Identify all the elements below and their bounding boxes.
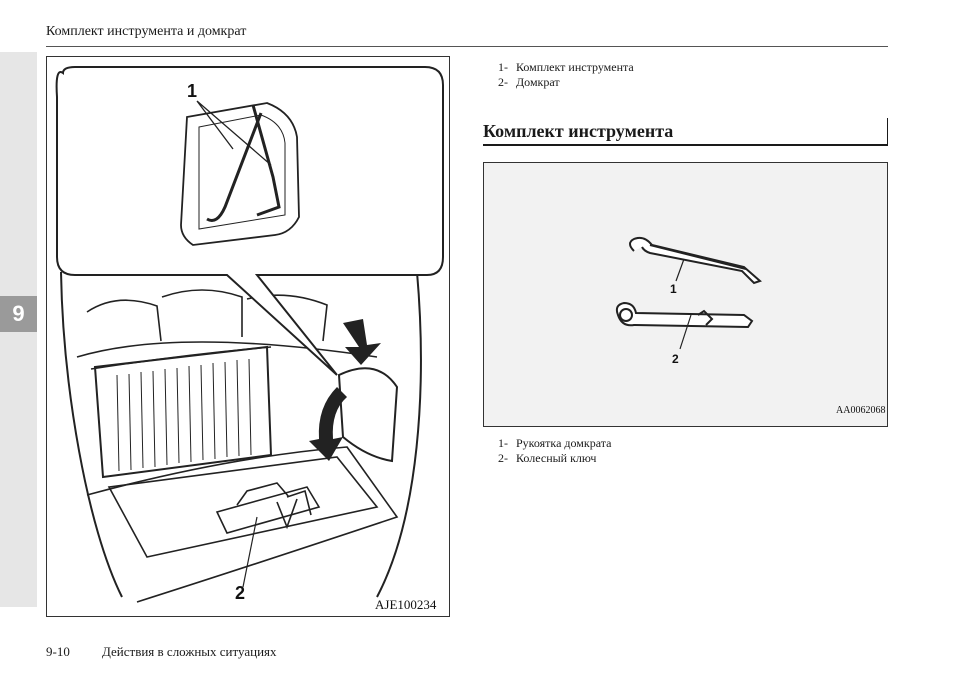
footer-chapter-title: Действия в сложных ситуациях — [102, 644, 277, 659]
legend-item: 2- Домкрат — [498, 75, 634, 90]
trunk-figure: 1 2 AJE100234 — [46, 56, 450, 617]
footer-page-number: 9-10 — [46, 644, 70, 659]
chapter-tab: 9 — [0, 296, 37, 332]
running-header: Комплект инструмента и домкрат — [46, 24, 247, 39]
trunk-callout-2: 2 — [235, 583, 245, 603]
chapter-number: 9 — [12, 301, 25, 326]
tools-callout-1: 1 — [670, 282, 677, 296]
legend-num: 1- — [498, 60, 508, 74]
legend-num: 2- — [498, 451, 508, 465]
trunk-figure-code: AJE100234 — [375, 597, 437, 612]
legend-top: 1- Комплект инструмента 2- Домкрат — [498, 60, 634, 90]
trunk-callout-1: 1 — [187, 81, 197, 101]
legend-num: 1- — [498, 436, 508, 450]
tools-figure: 1 2 AA0062068 — [483, 162, 888, 427]
section-title: Комплект инструмента — [483, 118, 888, 146]
tools-callout-2: 2 — [672, 352, 679, 366]
legend-item: 2- Колесный ключ — [498, 451, 611, 466]
trunk-illustration: 1 2 AJE100234 — [55, 66, 444, 612]
tools-figure-code: AA0062068 — [836, 405, 885, 416]
legend-bottom: 1- Рукоятка домкрата 2- Колесный ключ — [498, 436, 611, 466]
legend-item: 1- Рукоятка домкрата — [498, 436, 611, 451]
legend-text: Комплект инструмента — [516, 60, 634, 74]
tools-illustration: 1 2 AA0062068 — [615, 236, 885, 416]
title-rule-tick — [887, 118, 888, 146]
legend-item: 1- Комплект инструмента — [498, 60, 634, 75]
legend-num: 2- — [498, 75, 508, 89]
header-rule — [46, 46, 888, 47]
legend-text: Рукоятка домкрата — [516, 436, 612, 450]
legend-text: Домкрат — [516, 75, 560, 89]
legend-text: Колесный ключ — [516, 451, 597, 465]
section-title-text: Комплект инструмента — [483, 121, 674, 141]
